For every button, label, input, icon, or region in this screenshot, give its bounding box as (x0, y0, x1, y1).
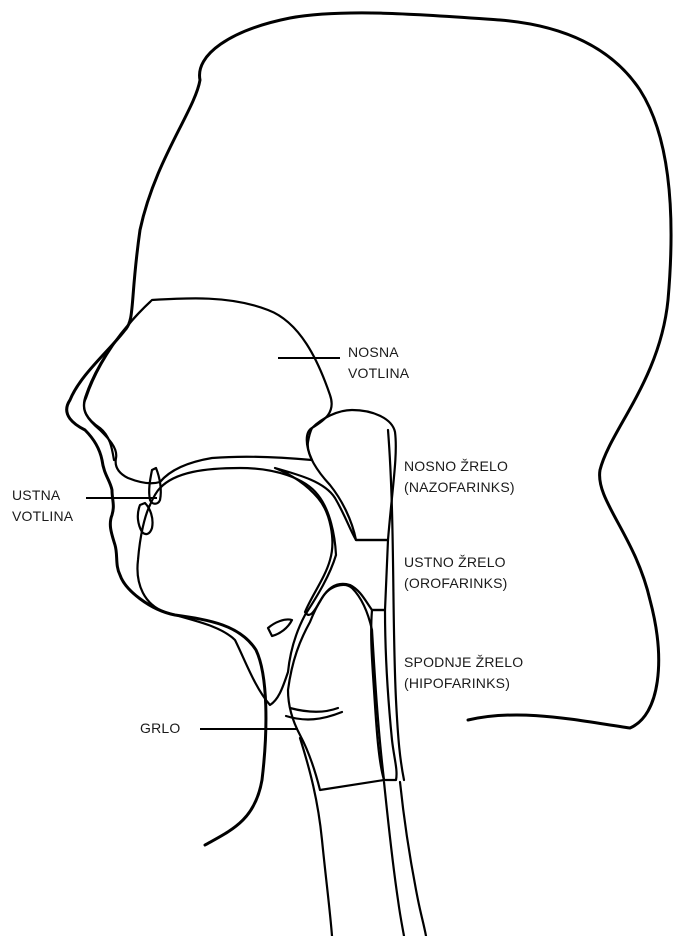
nasal-cavity-label-line2: VOTLINA (348, 363, 409, 384)
epiglottis (268, 619, 292, 636)
hypopharynx-label: SPODNJE ŽRELO (HIPOFARINKS) (404, 652, 523, 694)
nasal-cavity-label-line1: NOSNA (348, 342, 409, 363)
larynx-label-line1: GRLO (140, 718, 180, 739)
hypopharynx-label-line2: (HIPOFARINKS) (404, 673, 523, 694)
nasopharynx-label: NOSNO ŽRELO (NAZOFARINKS) (404, 456, 515, 498)
oropharynx-label-line1: USTNO ŽRELO (404, 552, 508, 573)
larynx-region (288, 585, 384, 790)
oropharynx-label: USTNO ŽRELO (OROFARINKS) (404, 552, 508, 594)
nasopharynx-label-line2: (NAZOFARINKS) (404, 477, 515, 498)
hypopharynx-label-line1: SPODNJE ŽRELO (404, 652, 523, 673)
trachea-front-wall (300, 738, 332, 936)
nasopharynx-region (308, 410, 396, 540)
nasopharynx-label-line1: NOSNO ŽRELO (404, 456, 515, 477)
oesophagus-front-wall (384, 782, 404, 936)
oral-cavity-label-line1: USTNA (12, 485, 73, 506)
nasal-cavity-label: NOSNA VOTLINA (348, 342, 409, 384)
oesophagus-back-wall (400, 782, 426, 936)
nasal-cavity-region (84, 298, 332, 483)
oropharynx-region (275, 468, 388, 615)
oropharynx-label-line2: (OROFARINKS) (404, 573, 508, 594)
oral-cavity-region (137, 468, 336, 705)
hypopharynx-region (371, 610, 396, 780)
oral-cavity-label-line2: VOTLINA (12, 506, 73, 527)
vocal-fold-lines (286, 708, 342, 719)
larynx-label: GRLO (140, 718, 180, 739)
oral-cavity-label: USTNA VOTLINA (12, 485, 73, 527)
